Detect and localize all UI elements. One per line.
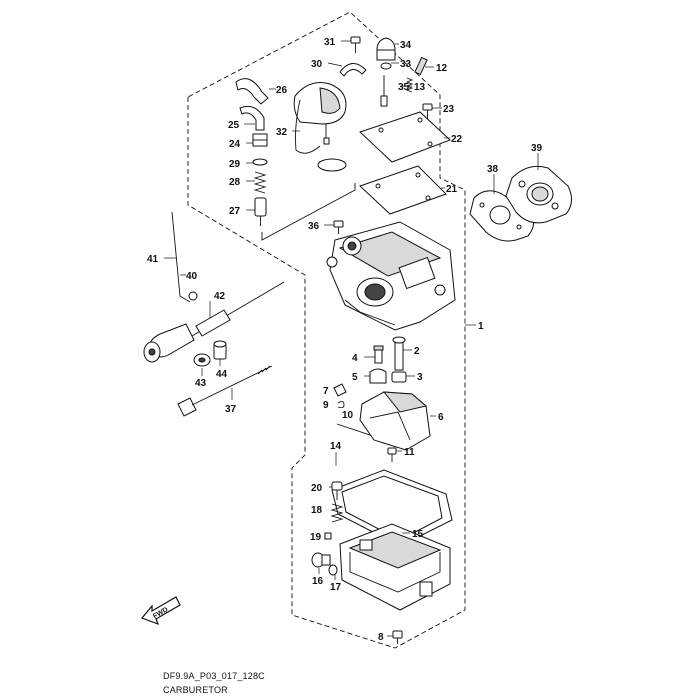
callout-37: 37 [225, 404, 237, 415]
upper-left-subassembly-frame [261, 183, 356, 241]
callout-18: 18 [311, 505, 323, 516]
callout-38: 38 [487, 164, 499, 175]
callout-34: 34 [400, 40, 412, 51]
callout-41: 41 [147, 254, 159, 265]
callout-labels: 31 34 30 33 12 35 13 26 23 25 32 22 24 2… [147, 37, 543, 643]
diagram-title: CARBURETOR [163, 685, 228, 695]
part-6-float [359, 391, 431, 451]
callout-7: 7 [323, 386, 329, 397]
part-4-jet [373, 345, 384, 364]
part-29-o-ring [252, 158, 268, 166]
part-3-main-jet [391, 371, 407, 383]
callout-29: 29 [229, 159, 241, 170]
callout-32: 32 [276, 127, 288, 138]
callout-5: 5 [352, 372, 358, 383]
callout-11: 11 [404, 447, 415, 458]
part-5-cap [369, 368, 387, 384]
part-34-cap [376, 37, 396, 61]
part-11-screw [387, 447, 397, 462]
leader-lines [164, 40, 539, 637]
part-32-ring [317, 158, 347, 172]
callout-17: 17 [330, 582, 342, 593]
part-18-spring [330, 503, 344, 523]
part-40-clip [188, 291, 198, 301]
part-37-long-bolt [177, 365, 273, 417]
part-30-clip [339, 63, 367, 77]
callout-4: 4 [352, 353, 358, 364]
fwd-label: FWD [152, 606, 169, 620]
part-44-collar [213, 340, 227, 360]
callout-28: 28 [229, 177, 241, 188]
callout-31: 31 [324, 37, 336, 48]
part-39-insulator [505, 165, 572, 224]
part-43-nut [193, 353, 211, 367]
callout-33: 33 [400, 59, 412, 70]
assembly-frame-outline [187, 11, 466, 649]
callout-27: 27 [229, 206, 241, 217]
callout-15: 15 [412, 529, 424, 540]
callout-25: 25 [228, 120, 240, 131]
part-42-throttle-cable [143, 281, 285, 363]
part-36-screw [333, 220, 344, 234]
part-20-screw [331, 481, 343, 500]
callout-36: 36 [308, 221, 320, 232]
part-12-jet [414, 56, 428, 76]
part-27-valve [254, 197, 267, 226]
callout-23: 23 [443, 104, 455, 115]
callout-42: 42 [214, 291, 226, 302]
callout-21: 21 [446, 184, 458, 195]
part-8-drain-plug [392, 630, 403, 644]
callout-9: 9 [323, 400, 329, 411]
callout-44: 44 [216, 369, 228, 380]
part-33-small-ring [380, 62, 392, 70]
callout-2: 2 [414, 346, 420, 357]
callout-16: 16 [312, 576, 324, 587]
callout-14: 14 [330, 441, 342, 452]
callout-6: 6 [438, 412, 444, 423]
part-24-fitting [252, 133, 268, 147]
callout-26: 26 [276, 85, 288, 96]
callout-20: 20 [311, 483, 323, 494]
callout-22: 22 [451, 134, 463, 145]
part-22-diaphragm-plate [359, 111, 451, 163]
callout-1: 1 [478, 321, 484, 332]
part-25-hose [239, 105, 265, 131]
part-21-gasket [359, 165, 447, 215]
part-16-drain-screw [311, 552, 331, 568]
part-2-nozzle [392, 336, 406, 371]
part-13-spring [405, 77, 414, 93]
callout-12: 12 [436, 63, 448, 74]
part-14-bowl-gasket [331, 469, 453, 547]
callout-13: 13 [414, 82, 426, 93]
callout-10: 10 [342, 410, 354, 421]
callout-30: 30 [311, 59, 323, 70]
diagram-code: DF9.9A_P03_017_128C [163, 671, 265, 681]
part-float-bowl [339, 523, 451, 611]
callout-43: 43 [195, 378, 207, 389]
callout-40: 40 [186, 271, 198, 282]
part-32-pump-assembly [293, 82, 347, 154]
part-26-hose-elbow [235, 78, 269, 105]
callout-8: 8 [378, 632, 384, 643]
part-41-choke-rod [171, 211, 191, 303]
callout-3: 3 [417, 372, 423, 383]
part-17-o-ring [328, 564, 338, 576]
callout-24: 24 [229, 139, 241, 150]
part-28-spring [253, 171, 267, 194]
fwd-direction-marker: FWD [140, 596, 181, 626]
callout-39: 39 [531, 143, 543, 154]
part-9-clip [337, 400, 345, 409]
part-19-washer [324, 532, 332, 540]
part-31-screw [350, 36, 361, 53]
part-38-flange-gasket [469, 190, 534, 242]
part-1-carburetor-body [326, 221, 456, 331]
part-7-pin [333, 383, 347, 397]
callout-19: 19 [310, 532, 322, 543]
part-35-needle [380, 75, 388, 107]
callout-35: 35 [398, 82, 410, 93]
